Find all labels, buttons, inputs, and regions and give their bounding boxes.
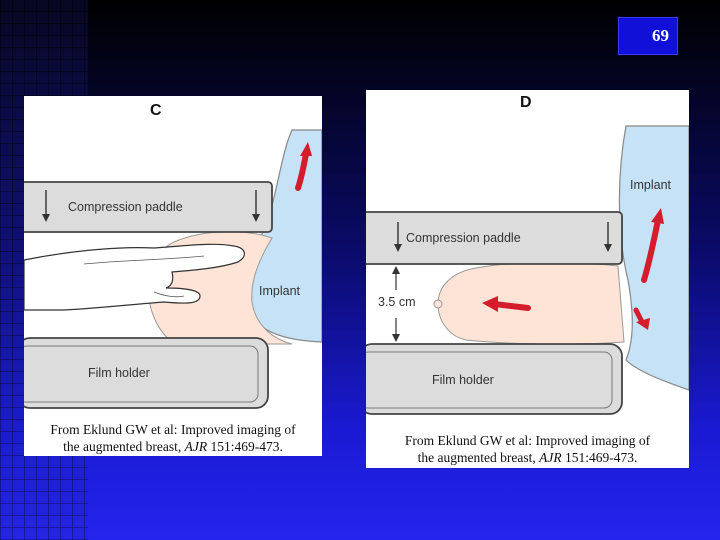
- credit-line-2: the augmented breast, AJR 151:469-473.: [417, 450, 638, 465]
- film-holder-label: Film holder: [432, 373, 494, 387]
- credit-line-1: From Eklund GW et al: Improved imaging o…: [404, 433, 651, 448]
- implant-up-arrow: [641, 217, 661, 283]
- compression-paddle-label: Compression paddle: [68, 200, 183, 214]
- implant-down-arrow: [633, 307, 645, 325]
- diagram-panel-c: C Compression paddle Implant Film holder…: [24, 96, 322, 456]
- panel-c-drawing: [24, 129, 322, 409]
- credit-line-2: the augmented breast, AJR 151:469-473.: [63, 439, 283, 454]
- diagram-panel-d: D Implant Compression paddle 3.5 cm Film…: [366, 90, 689, 468]
- displacement-arrow: [295, 151, 309, 191]
- breast-tissue-shape: [437, 261, 625, 345]
- hand-shape: [24, 243, 245, 311]
- film-holder: [24, 337, 269, 409]
- slide-number-badge: 69: [618, 17, 678, 55]
- implant-shape: [618, 125, 689, 391]
- credit-caption: From Eklund GW et al: Improved imaging o…: [24, 421, 322, 455]
- compression-paddle: [24, 181, 273, 233]
- panel-d-drawing: [366, 125, 689, 415]
- panel-letter: C: [150, 102, 162, 119]
- tissue-arrow: [491, 301, 531, 311]
- film-holder: [366, 343, 623, 415]
- implant-label: Implant: [259, 284, 300, 298]
- film-holder-label: Film holder: [88, 366, 150, 380]
- measurement-label: 3.5 cm: [378, 295, 416, 309]
- panel-letter: D: [520, 94, 532, 111]
- credit-line-1: From Eklund GW et al: Improved imaging o…: [50, 422, 296, 437]
- credit-caption: From Eklund GW et al: Improved imaging o…: [366, 432, 689, 466]
- compression-paddle: [366, 211, 623, 265]
- implant-label: Implant: [630, 178, 671, 192]
- compression-paddle-label: Compression paddle: [406, 231, 521, 245]
